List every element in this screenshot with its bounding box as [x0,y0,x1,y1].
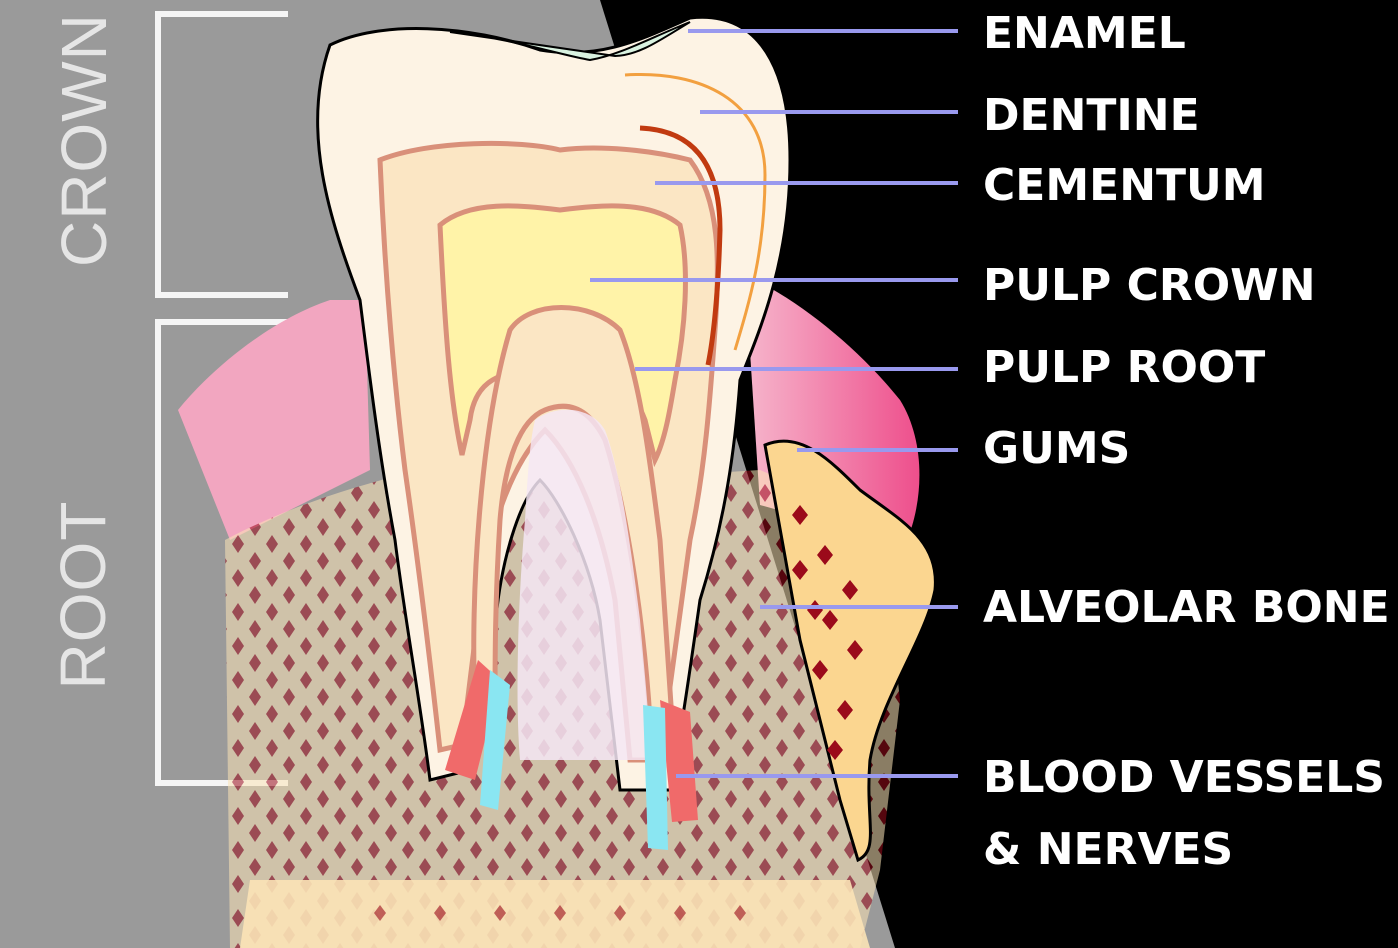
label-pulp-crown: PULP CROWN [983,258,1316,314]
root-side-label: ROOT [46,500,120,690]
label-blood-vessels-line2: & NERVES [983,822,1233,878]
label-gums: GUMS [983,421,1130,477]
label-alveolar-bone: ALVEOLAR BONE [983,580,1390,636]
label-dentine: DENTINE [983,88,1200,144]
label-blood-vessels-line1: BLOOD VESSELS [983,750,1385,806]
label-enamel: ENAMEL [983,6,1186,62]
label-pulp-root: PULP ROOT [983,340,1265,396]
label-cementum: CEMENTUM [983,158,1266,214]
crown-side-label: CROWN [47,47,121,267]
